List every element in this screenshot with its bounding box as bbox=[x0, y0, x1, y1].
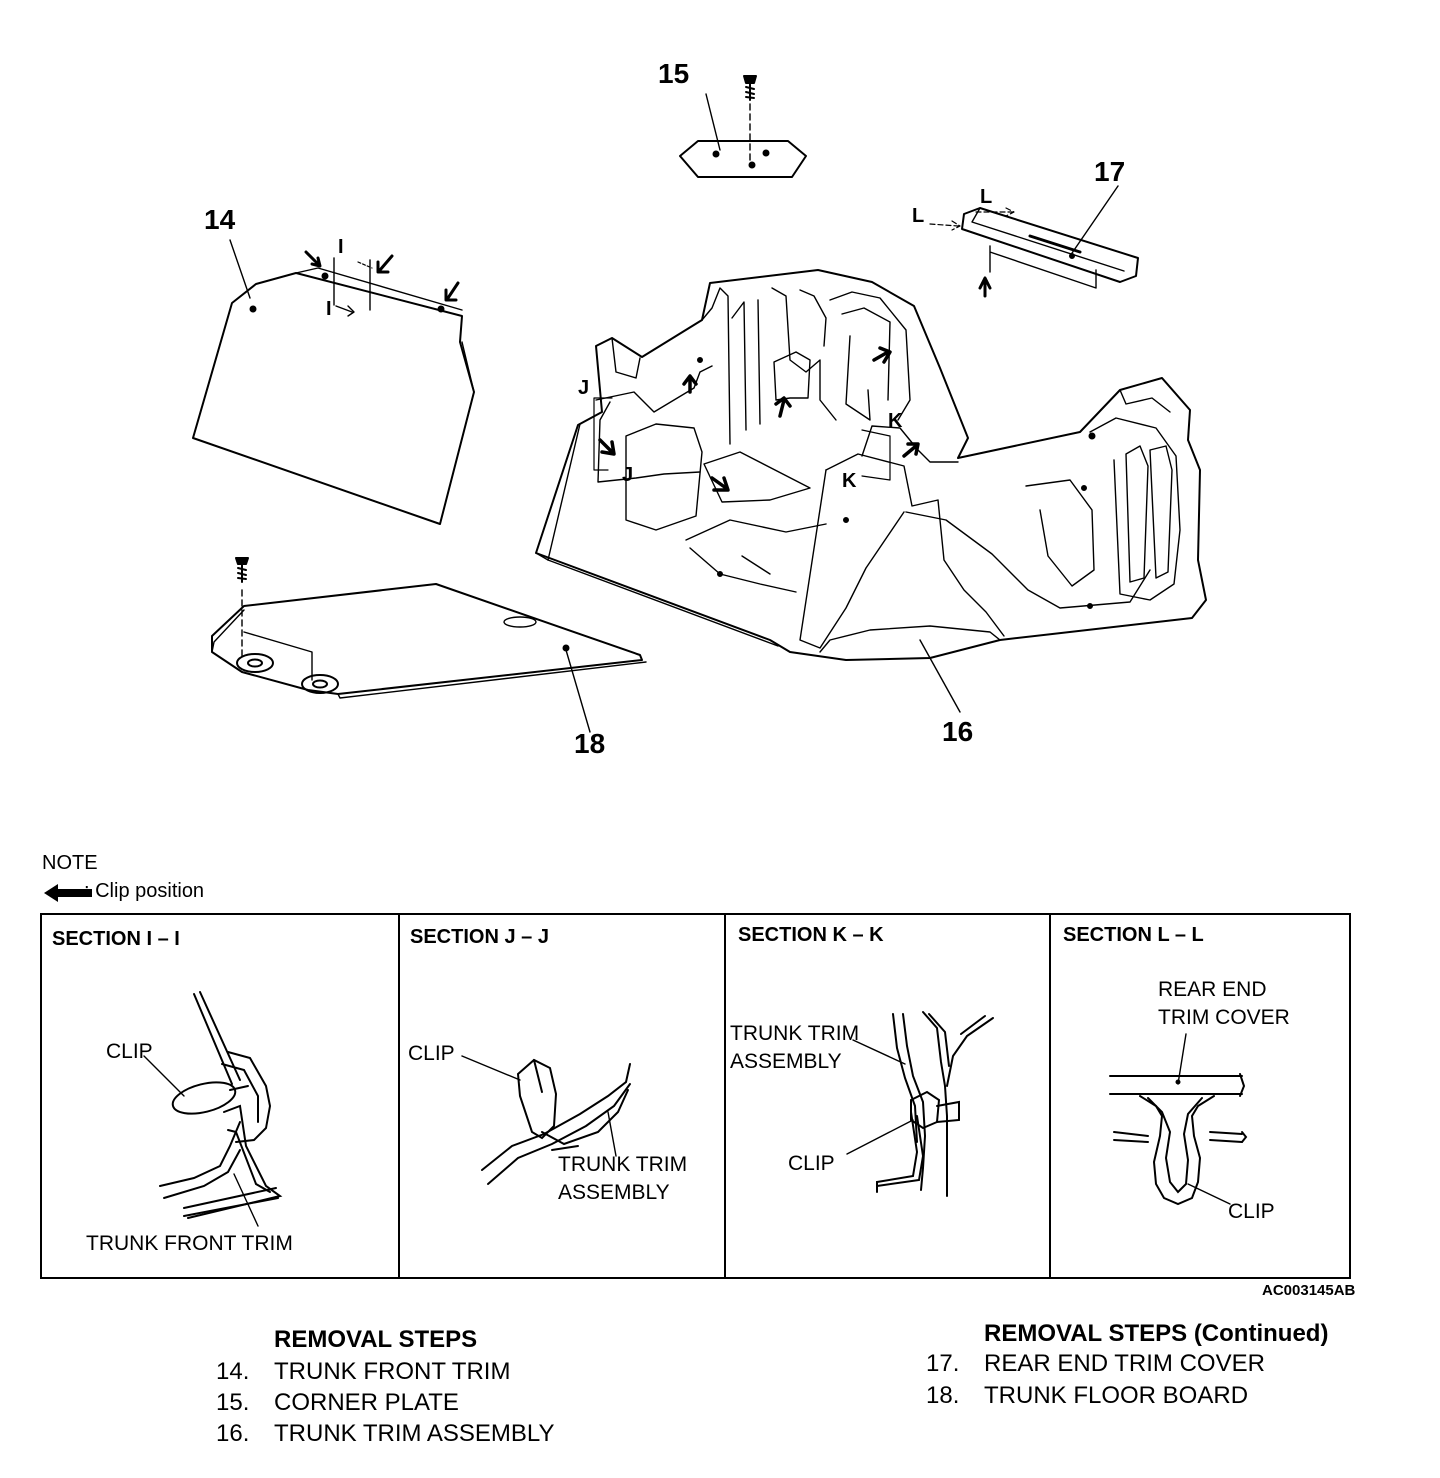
trunk-floor-board-part bbox=[211, 557, 647, 733]
section-l-cover-label-2: TRIM COVER bbox=[1158, 1006, 1290, 1029]
step-text: CORNER PLATE bbox=[274, 1389, 459, 1416]
step-text: TRUNK FRONT TRIM bbox=[274, 1358, 511, 1385]
section-k-drawing bbox=[846, 1011, 994, 1197]
section-mark-i-top: I bbox=[338, 236, 344, 258]
section-j-title: SECTION J – J bbox=[410, 926, 549, 948]
figure-code: AC003145AB bbox=[1262, 1282, 1356, 1299]
section-l-cover-label-1: REAR END bbox=[1158, 978, 1267, 1001]
step-text: REAR END TRIM COVER bbox=[984, 1350, 1265, 1377]
section-k-title: SECTION K – K bbox=[738, 924, 884, 946]
step-text: TRUNK TRIM ASSEMBLY bbox=[274, 1420, 555, 1447]
callout-16: 16 bbox=[942, 716, 974, 747]
section-mark-j-top: J bbox=[578, 377, 590, 399]
corner-plate-part bbox=[679, 75, 807, 178]
section-mark-j-bottom: J bbox=[622, 464, 634, 486]
clip-arrow-icon bbox=[44, 884, 92, 902]
callout-17: 17 bbox=[1094, 156, 1126, 187]
callout-18: 18 bbox=[574, 728, 606, 759]
section-l-title: SECTION L – L bbox=[1063, 924, 1204, 946]
section-k-trim-label-1: TRUNK TRIM bbox=[730, 1022, 860, 1045]
section-i-clip-label: CLIP bbox=[106, 1040, 153, 1063]
section-l-clip-label: CLIP bbox=[1228, 1200, 1275, 1223]
removal-steps-continued-heading: REMOVAL STEPS (Continued) bbox=[984, 1320, 1329, 1347]
rear-end-trim-cover-part bbox=[929, 185, 1139, 298]
section-k-trim-label-2: ASSEMBLY bbox=[730, 1050, 842, 1073]
section-mark-k-bottom: K bbox=[842, 470, 857, 492]
section-mark-i-bottom: I bbox=[326, 298, 332, 320]
section-j-drawing bbox=[461, 1055, 631, 1185]
step-number: 18. bbox=[926, 1382, 960, 1409]
callout-14: 14 bbox=[204, 204, 236, 235]
note-clip-legend: : Clip position bbox=[84, 880, 205, 902]
callout-15: 15 bbox=[658, 58, 690, 89]
step-number: 17. bbox=[926, 1350, 960, 1377]
section-l-drawing bbox=[1109, 1033, 1248, 1206]
section-j-trim-label-1: TRUNK TRIM bbox=[558, 1153, 688, 1176]
removal-step-18: 18. TRUNK FLOOR BOARD bbox=[926, 1382, 1248, 1410]
step-number: 14. bbox=[216, 1358, 250, 1385]
section-j-clip-label: CLIP bbox=[408, 1042, 455, 1065]
step-number: 16. bbox=[216, 1420, 250, 1447]
trunk-front-trim-part bbox=[192, 239, 475, 525]
section-k-clip-label: CLIP bbox=[788, 1152, 835, 1175]
section-mark-l-left: L bbox=[912, 205, 925, 227]
section-i-trim-label: TRUNK FRONT TRIM bbox=[86, 1232, 293, 1255]
trunk-trim-assembly-part bbox=[535, 269, 1207, 713]
removal-step-15: 15. CORNER PLATE bbox=[216, 1389, 459, 1417]
step-text: TRUNK FLOOR BOARD bbox=[984, 1382, 1249, 1409]
removal-step-16: 16. TRUNK TRIM ASSEMBLY bbox=[216, 1420, 555, 1448]
section-j-trim-label-2: ASSEMBLY bbox=[558, 1181, 670, 1204]
section-i-title: SECTION I – I bbox=[52, 928, 180, 950]
note-title: NOTE bbox=[42, 852, 98, 874]
removal-steps-heading: REMOVAL STEPS bbox=[274, 1326, 478, 1353]
section-i-drawing bbox=[143, 991, 283, 1227]
removal-step-17: 17. REAR END TRIM COVER bbox=[926, 1350, 1265, 1378]
section-mark-l-top: L bbox=[980, 186, 993, 208]
removal-step-14: 14. TRUNK FRONT TRIM bbox=[216, 1358, 510, 1386]
section-mark-k-top: K bbox=[888, 410, 903, 432]
exploded-view bbox=[192, 75, 1207, 733]
step-number: 15. bbox=[216, 1389, 250, 1416]
